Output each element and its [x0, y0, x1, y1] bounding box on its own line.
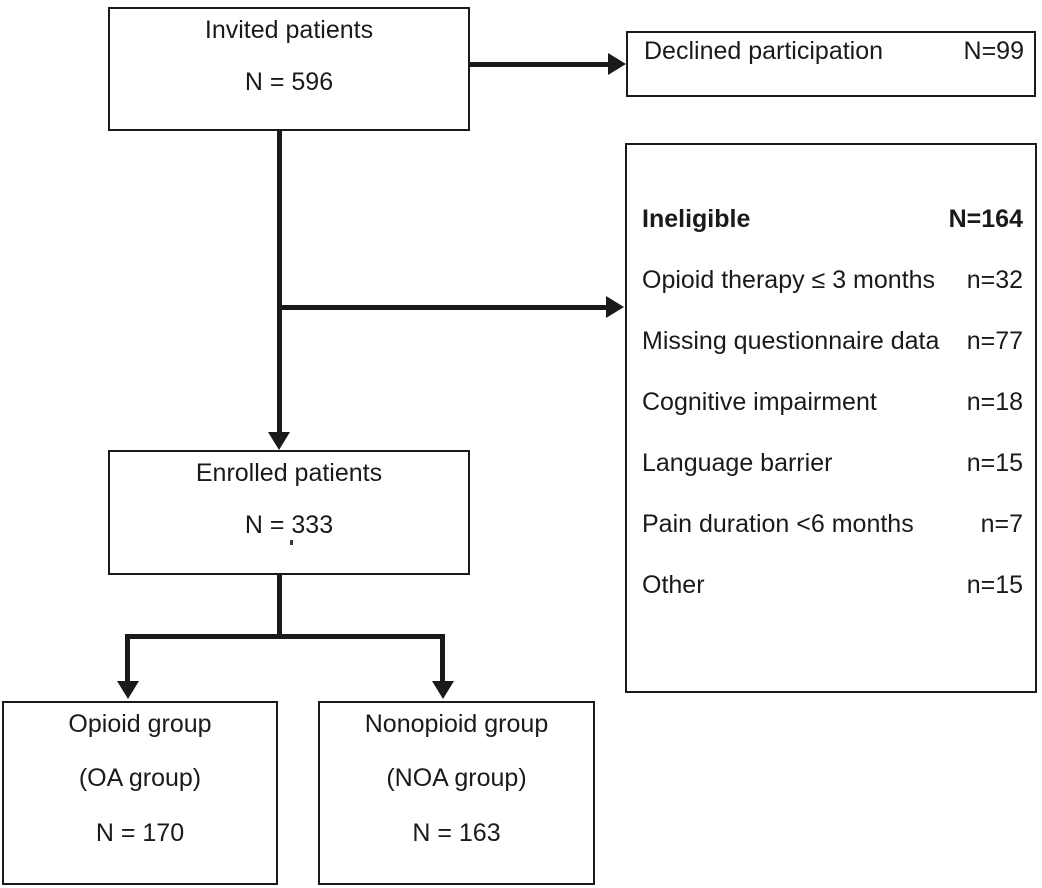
connector-split-right-leg — [440, 634, 445, 683]
nonopioid-group-title: Nonopioid group — [364, 710, 549, 738]
ineligible-reason-label: Pain duration <6 months — [642, 510, 914, 538]
enrolled-patients-title: Enrolled patients — [195, 459, 383, 487]
box-opioid-group: Opioid group (OA group) N = 170 — [2, 701, 278, 885]
opioid-group-count: N = 170 — [95, 818, 185, 847]
nonopioid-group-count: N = 163 — [412, 818, 501, 847]
ineligible-reason-row: Cognitive impairment n=18 — [642, 388, 1023, 449]
connector-enrolled-split-stem — [277, 575, 282, 638]
declined-participation-count: N=99 — [963, 37, 1024, 65]
arrow-down-to-nonopioid-group-icon — [432, 681, 454, 699]
arrow-down-to-enrolled-icon — [268, 432, 290, 450]
ineligible-header-label: Ineligible — [642, 205, 751, 233]
ineligible-reason-count: n=15 — [966, 571, 1023, 599]
ineligible-reason-row: Pain duration <6 months n=7 — [642, 510, 1023, 571]
scan-artifact-dot — [290, 540, 293, 545]
connector-trunk-to-ineligible — [279, 305, 608, 310]
ineligible-reason-row: Language barrier n=15 — [642, 449, 1023, 510]
box-declined-participation: Declined participation N=99 — [626, 31, 1036, 97]
ineligible-reason-label: Missing questionnaire data — [642, 327, 940, 355]
opioid-group-abbreviation: (OA group) — [78, 764, 202, 793]
ineligible-header-row: Ineligible N=164 — [642, 205, 1023, 266]
arrow-down-to-opioid-group-icon — [117, 681, 139, 699]
opioid-group-title: Opioid group — [68, 710, 212, 738]
connector-invited-to-declined — [470, 62, 610, 67]
ineligible-reason-count: n=18 — [966, 388, 1023, 416]
ineligible-reason-count: n=32 — [966, 266, 1023, 294]
ineligible-reason-row: Opioid therapy ≤ 3 months n=32 — [642, 266, 1023, 327]
connector-invited-to-enrolled — [277, 130, 282, 433]
invited-patients-title: Invited patients — [204, 16, 374, 44]
ineligible-reason-count: n=15 — [966, 449, 1023, 477]
ineligible-reason-count: n=7 — [980, 510, 1023, 538]
ineligible-reason-label: Cognitive impairment — [642, 388, 877, 416]
nonopioid-group-abbreviation: (NOA group) — [386, 764, 527, 793]
arrow-right-to-ineligible-icon — [606, 296, 624, 318]
ineligible-reason-row: Missing questionnaire data n=77 — [642, 327, 1023, 388]
box-nonopioid-group: Nonopioid group (NOA group) N = 163 — [318, 701, 595, 885]
declined-participation-label: Declined participation — [644, 37, 884, 65]
arrow-right-to-declined-icon — [608, 53, 626, 75]
connector-split-left-leg — [125, 634, 130, 683]
ineligible-reason-label: Language barrier — [642, 449, 833, 477]
ineligible-reason-label: Other — [642, 571, 705, 599]
box-invited-patients: Invited patients N = 596 — [108, 7, 470, 131]
connector-enrolled-split-bar — [125, 634, 445, 639]
box-enrolled-patients: Enrolled patients N = 333 — [108, 450, 470, 575]
ineligible-header-count: N=164 — [948, 205, 1023, 233]
invited-patients-count: N = 596 — [244, 68, 334, 97]
ineligible-reason-label: Opioid therapy ≤ 3 months — [642, 266, 936, 294]
enrolled-patients-count: N = 333 — [244, 511, 334, 540]
ineligible-reason-row: Other n=15 — [642, 571, 1023, 632]
box-ineligible: Ineligible N=164 Opioid therapy ≤ 3 mont… — [625, 143, 1037, 693]
ineligible-reason-count: n=77 — [966, 327, 1023, 355]
